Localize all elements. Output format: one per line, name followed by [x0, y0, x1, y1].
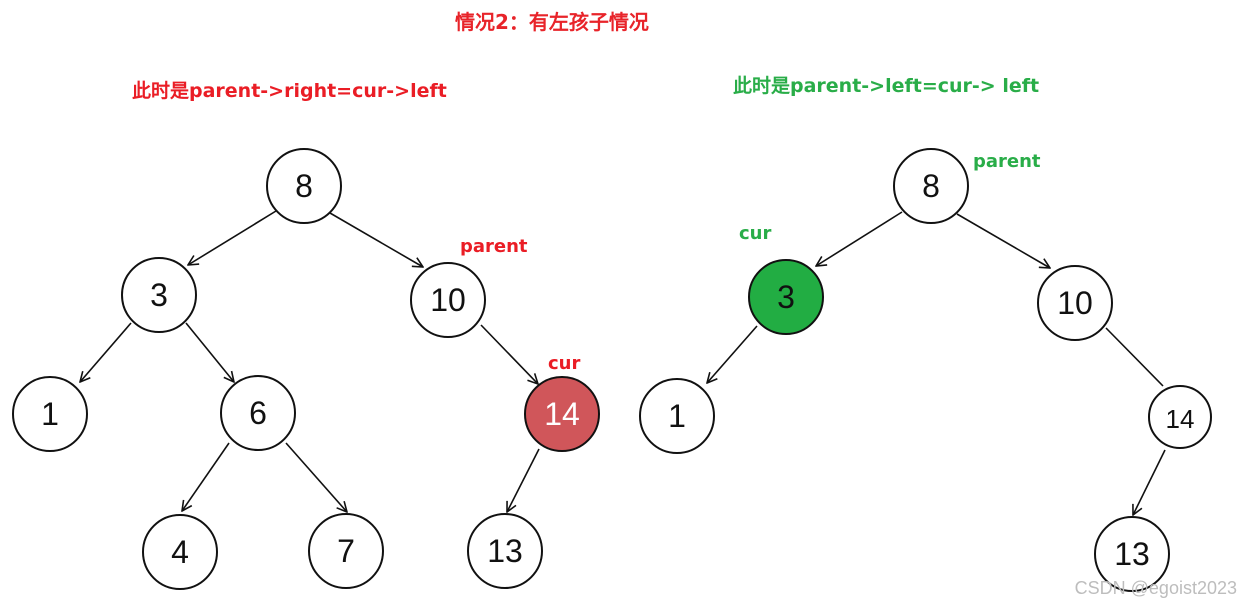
left-node-4-label: 4: [171, 534, 189, 570]
left-node-3-label: 3: [150, 277, 168, 313]
watermark: CSDN @egoist2023: [1075, 578, 1237, 598]
left-node-10-label: 10: [430, 282, 466, 318]
left-panel: 此时是parent->right=cur->left 8 3 10 1 6: [12, 79, 600, 590]
left-node-7: 7: [308, 513, 384, 589]
right-node-10: 10: [1037, 265, 1113, 341]
right-cur-tag: cur: [739, 223, 771, 244]
left-edge-8-10: [329, 212, 423, 267]
left-parent-tag: parent: [460, 236, 528, 257]
left-node-6: 6: [220, 375, 296, 451]
right-node-1: 1: [639, 378, 715, 454]
right-node-3-cur: 3: [748, 259, 824, 335]
left-node-1: 1: [12, 376, 88, 452]
left-caption: 此时是parent->right=cur->left: [132, 79, 447, 102]
diagram-title: 情况2：有左孩子情况: [455, 10, 649, 34]
left-edge-14-13: [507, 448, 540, 512]
left-node-8-label: 8: [295, 168, 313, 204]
right-node-8: 8: [893, 148, 969, 224]
left-node-6-label: 6: [249, 395, 267, 431]
left-node-7-label: 7: [337, 533, 355, 569]
left-node-13: 13: [467, 513, 543, 589]
right-node-3-label: 3: [777, 279, 795, 315]
left-cur-tag: cur: [548, 353, 580, 374]
right-node-8-label: 8: [922, 168, 940, 204]
right-edge-14-13: [1133, 449, 1166, 515]
right-edge-10-14: [1105, 327, 1164, 387]
left-node-8: 8: [266, 148, 342, 224]
right-edge-8-3: [816, 211, 903, 266]
left-node-1-label: 1: [41, 396, 59, 432]
left-edge-3-6: [185, 322, 234, 382]
right-node-14: 14: [1148, 385, 1212, 449]
right-edge-8-10: [956, 213, 1050, 268]
right-node-10-label: 10: [1057, 285, 1093, 321]
left-node-14-cur: 14: [524, 376, 600, 452]
left-edge-10-14: [480, 324, 538, 384]
left-edge-8-3: [188, 210, 277, 265]
left-edge-6-7: [285, 442, 347, 512]
right-node-13: 13: [1094, 516, 1170, 592]
right-node-1-label: 1: [668, 398, 686, 434]
right-caption: 此时是parent->left=cur-> left: [733, 74, 1039, 97]
left-node-13-label: 13: [487, 533, 523, 569]
right-edge-3-1: [707, 325, 758, 383]
right-node-14-label: 14: [1166, 404, 1195, 434]
left-edge-3-1: [80, 322, 132, 382]
left-edge-6-4: [182, 442, 230, 511]
right-parent-tag: parent: [973, 151, 1041, 172]
left-node-4: 4: [142, 514, 218, 590]
right-node-13-label: 13: [1114, 536, 1150, 572]
left-node-14-label: 14: [544, 396, 580, 432]
right-panel: 此时是parent->left=cur-> left 8 3 10 1 14: [639, 74, 1212, 592]
left-node-3: 3: [121, 257, 197, 333]
left-node-10: 10: [410, 262, 486, 338]
